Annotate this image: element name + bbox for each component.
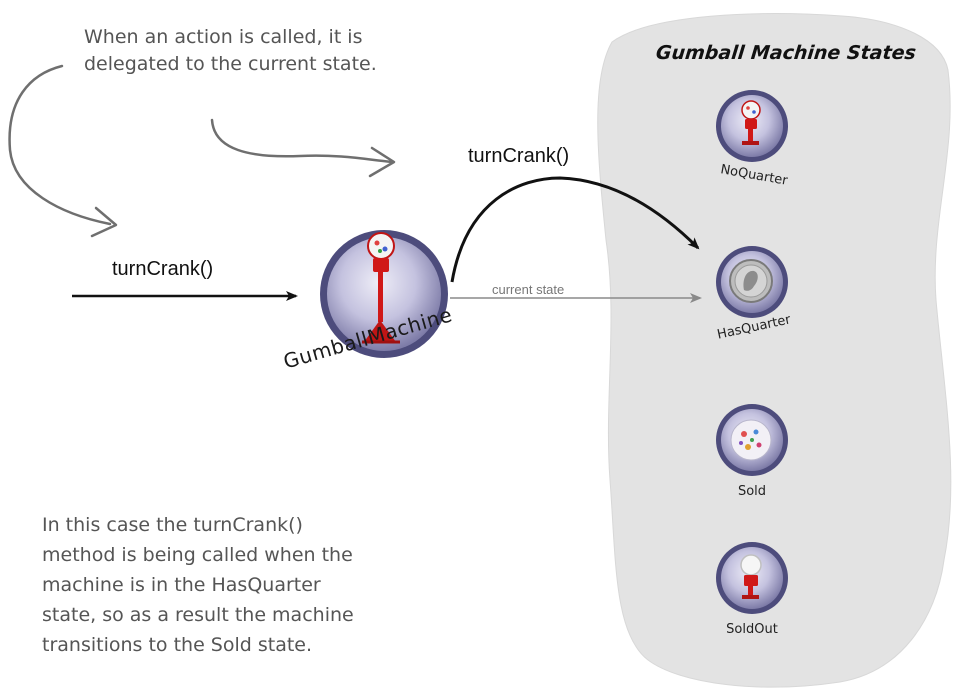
quarter-coin-icon	[729, 259, 773, 303]
states-panel-title: Gumball Machine States	[654, 42, 918, 64]
state-label-sold: Sold	[737, 484, 767, 499]
delegation-sketch-arrow	[210, 118, 394, 164]
state-orb-sold	[716, 404, 788, 476]
incoming-call-label: turnCrank()	[112, 258, 214, 280]
note-pointer-arrowhead	[90, 206, 118, 238]
states-panel	[597, 13, 952, 688]
transition-note: In this case the turnCrank() method is b…	[42, 514, 354, 656]
gumball-machine-icon	[741, 100, 761, 145]
state-orb-noquarter	[716, 90, 788, 162]
gumball-icon	[730, 419, 772, 461]
gumball-machine-icon	[362, 232, 400, 344]
empty-gumball-machine-icon	[740, 554, 762, 599]
delegation-note: When an action is called, it is delegate…	[84, 26, 377, 75]
state-label-soldout: SoldOut	[726, 622, 778, 637]
current-state-label: current state	[492, 282, 565, 297]
state-orb-hasquarter	[716, 246, 788, 318]
gumball-machine-orb	[320, 230, 448, 358]
delegation-sketch-arrowhead	[368, 146, 396, 178]
delegated-call-arrow	[450, 176, 700, 283]
delegated-call-label: turnCrank()	[468, 145, 570, 167]
state-orb-soldout	[716, 542, 788, 614]
note-pointer-arrow	[8, 64, 112, 226]
